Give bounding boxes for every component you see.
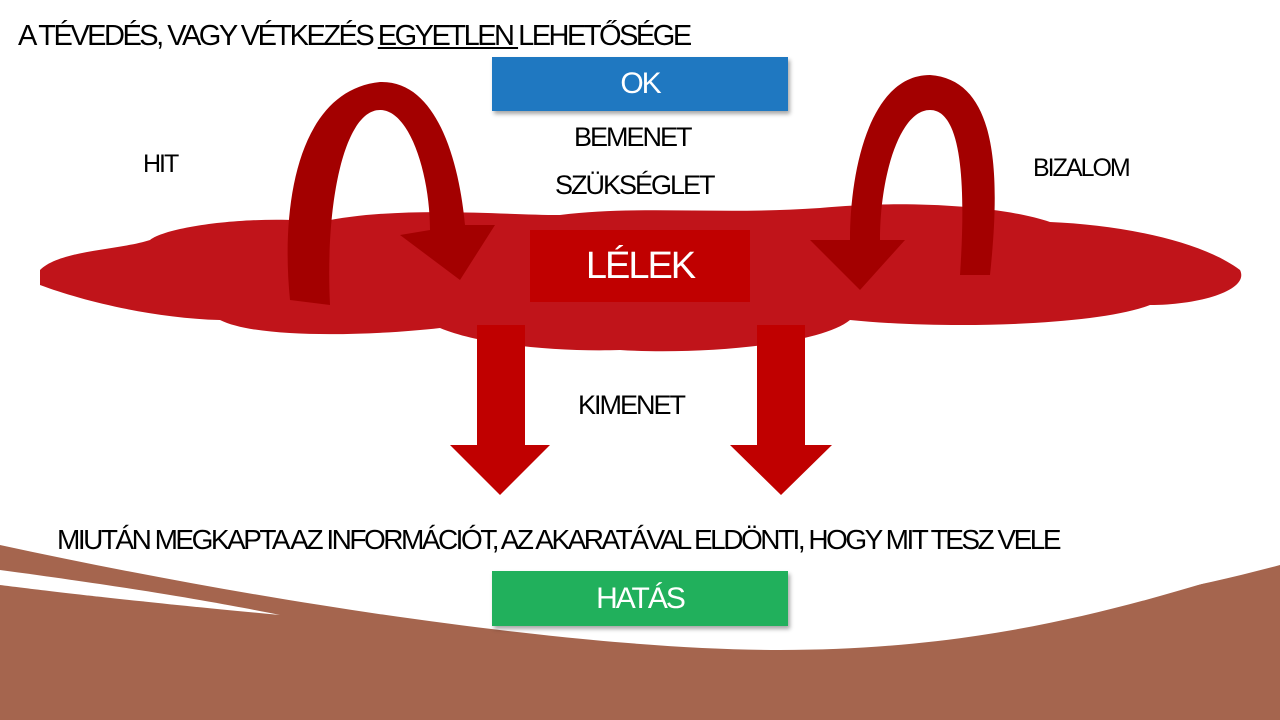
down-arrow-right [730, 325, 832, 495]
title-underlined-text: EGYETLEN [377, 20, 519, 52]
input-label-line2: SZÜKSÉGLET [555, 170, 716, 200]
curved-arrow-left [287, 81, 495, 305]
footer-swoosh [0, 545, 1280, 720]
lelek-label: LÉLEK [585, 244, 696, 287]
title-text: A TÉVEDÉS, VAGY VÉTKEZÉS [18, 20, 378, 52]
ok-label: OK [620, 67, 661, 100]
bottom-statement: MIUTÁN MEGKAPTA AZ INFORMÁCIÓT, AZ AKARA… [57, 524, 1062, 555]
slide-title: A TÉVEDÉS, VAGY VÉTKEZÉS EGYETLEN LEHETŐ… [18, 20, 692, 53]
curved-arrow-right [810, 75, 995, 290]
input-label-line1: BEMENET [574, 122, 693, 152]
hatas-label: HATÁS [596, 581, 686, 615]
title-text-end: LEHETŐSÉGE [518, 20, 692, 52]
footer-swoosh-line [0, 570, 280, 615]
lelek-box: LÉLEK [530, 230, 750, 302]
hit-label: HIT [143, 150, 179, 178]
bizalom-label: BIZALOM [1033, 154, 1131, 182]
kimenet-label: KIMENET [578, 390, 686, 420]
down-arrow-left [450, 325, 550, 495]
hatas-box: HATÁS [492, 571, 788, 626]
ok-box: OK [492, 57, 788, 111]
